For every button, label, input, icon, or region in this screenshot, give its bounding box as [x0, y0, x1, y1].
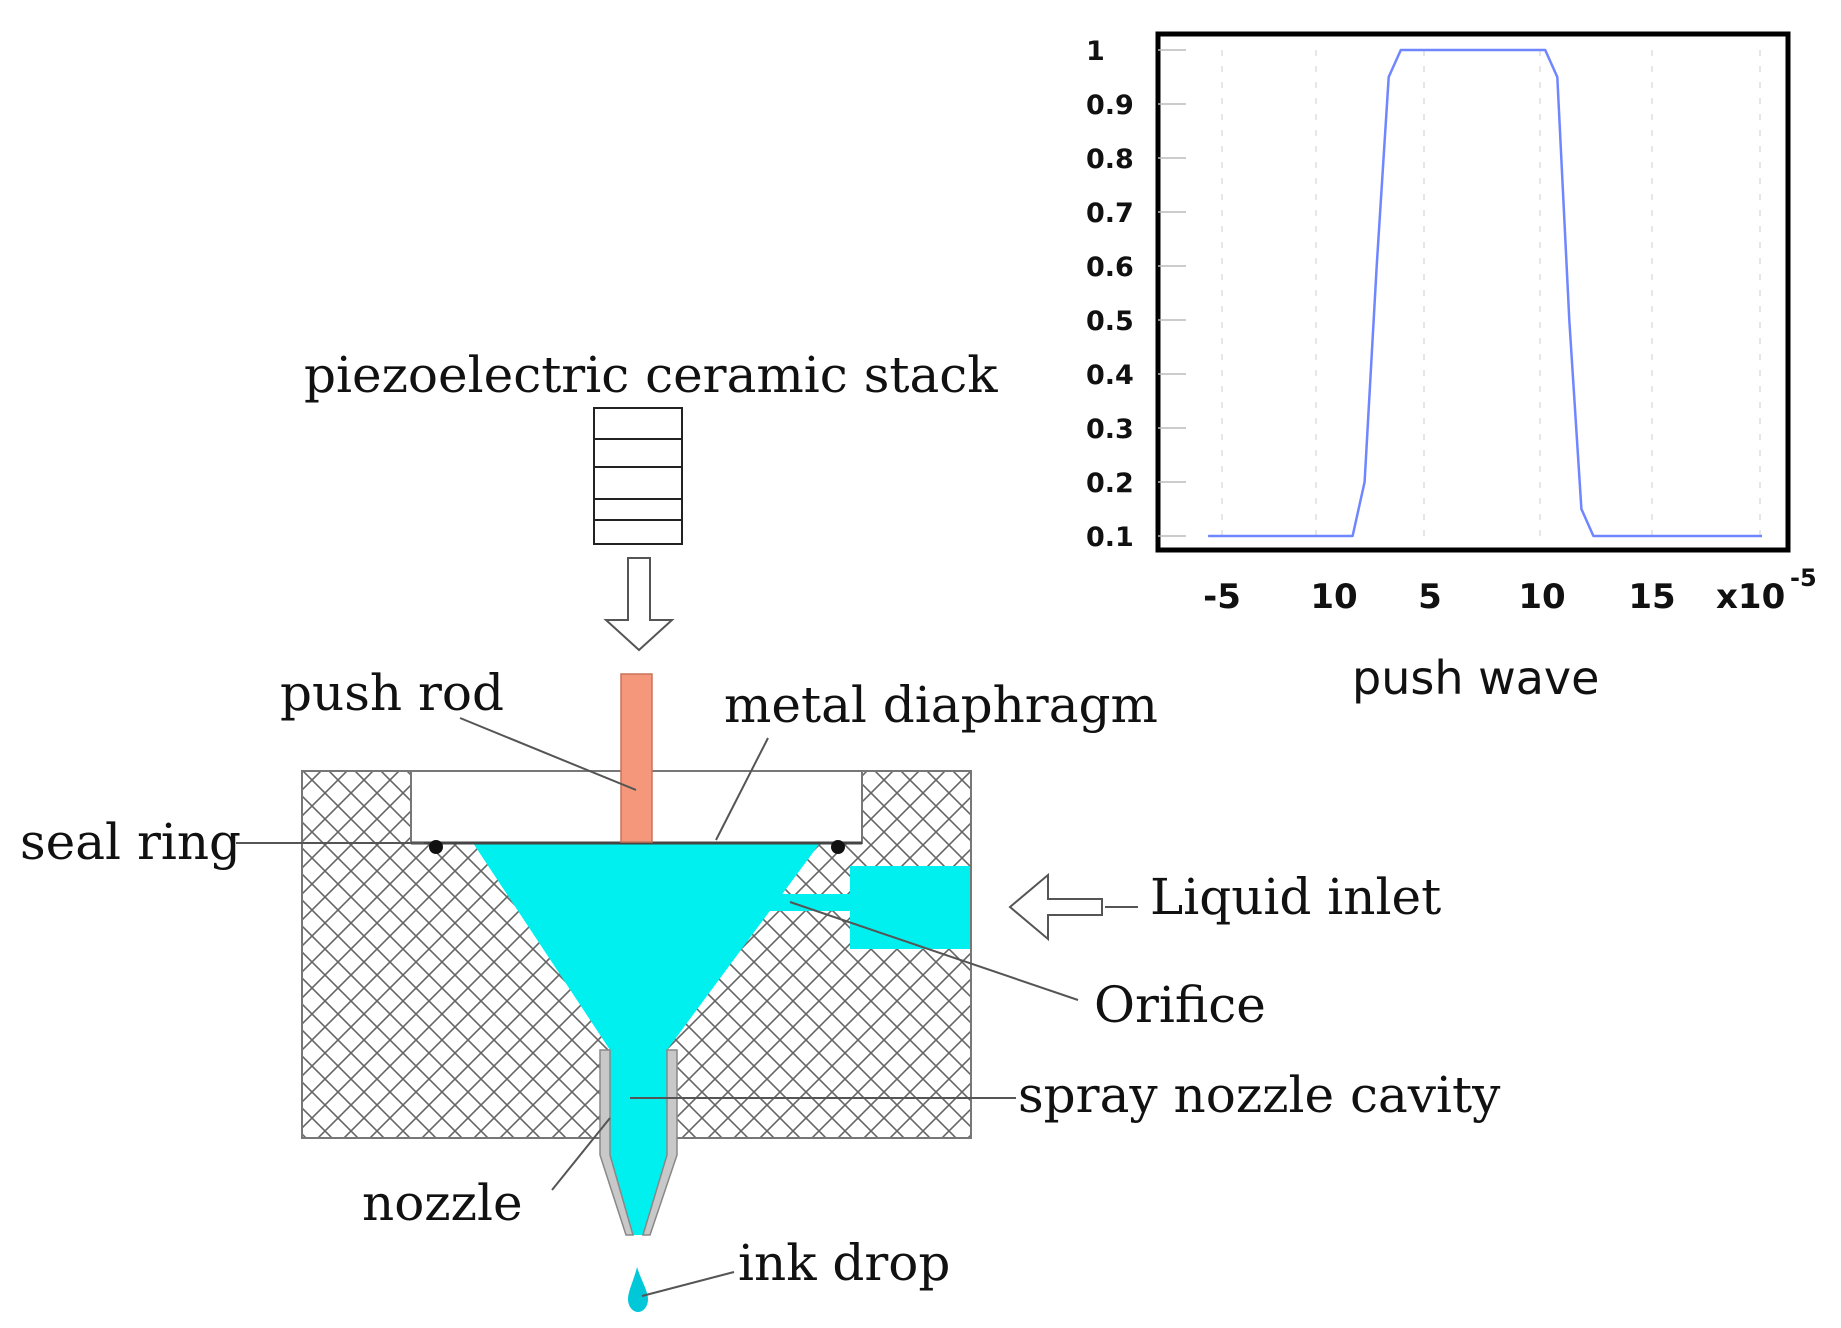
- orifice-channel: [760, 894, 852, 911]
- nozzle-wall-left: [599, 1049, 634, 1236]
- fluid-cavity: [473, 843, 820, 1235]
- nozzle-label: nozzle: [362, 1174, 523, 1232]
- chart-frame: [1155, 31, 1791, 553]
- x-scale-exponent: -5: [1790, 564, 1817, 592]
- ink-drop-leader: [641, 1271, 735, 1297]
- y-tick-label: 0.7: [1086, 198, 1134, 229]
- y-tick-label: 0.1: [1086, 522, 1134, 553]
- push-wave-line: [1208, 48, 1762, 538]
- ink-drop-label: ink drop: [738, 1234, 950, 1292]
- piezo-ceramic-stack: [593, 407, 683, 545]
- seal-ring-left: [429, 840, 443, 854]
- metal-diaphragm-leader: [715, 737, 769, 841]
- seal-ring-label: seal ring: [20, 813, 241, 871]
- push-rod: [620, 673, 653, 843]
- liquid-inlet-label: Liquid inlet: [1150, 868, 1441, 926]
- x-tick-label: 15: [1628, 577, 1675, 617]
- push-rod-label: push rod: [280, 664, 504, 722]
- inlet-arrow-icon: [1008, 872, 1103, 942]
- y-tick-label: 0.9: [1086, 90, 1134, 121]
- orifice-leader: [789, 901, 1079, 1001]
- y-tick-label: 0.2: [1086, 468, 1134, 499]
- push-rod-leader: [459, 717, 637, 791]
- y-tick-label: 0.3: [1086, 414, 1134, 445]
- spray-nozzle-cavity-label: spray nozzle cavity: [1018, 1066, 1501, 1124]
- x-scale-label: x10: [1716, 577, 1785, 617]
- x-tick-label: 5: [1418, 577, 1442, 617]
- metal-diaphragm-label: metal diaphragm: [724, 676, 1158, 734]
- inlet-reservoir: [850, 866, 970, 949]
- x-tick-labels: -5 10 5 10 15: [1203, 577, 1676, 617]
- down-arrow-icon: [603, 557, 675, 652]
- seal-ring-right: [831, 840, 845, 854]
- orifice-label: Orifice: [1094, 976, 1266, 1034]
- nozzle-leader: [551, 1117, 611, 1191]
- chart-title: push wave: [1352, 651, 1599, 705]
- nozzle-wall-right: [641, 1049, 678, 1236]
- x-tick-label: -5: [1203, 577, 1241, 617]
- ink-drop: [628, 1267, 648, 1312]
- x-tick-label: 10: [1518, 577, 1565, 617]
- y-tick-label: 1: [1086, 36, 1105, 67]
- y-tick-label: 0.8: [1086, 144, 1134, 175]
- y-tick-label: 0.4: [1086, 360, 1134, 391]
- chart-series: [1208, 48, 1762, 538]
- push-wave-chart: 1 0.9 0.8 0.7 0.6 0.5 0.4 0.3 0.2 0.1 -5 10 5 10 15 x…: [1086, 31, 1817, 705]
- y-tick-labels: 1 0.9 0.8 0.7 0.6 0.5 0.4 0.3 0.2 0.1: [1086, 36, 1134, 553]
- piezo-stack-label: piezoelectric ceramic stack: [304, 346, 998, 404]
- y-tick-label: 0.6: [1086, 252, 1134, 283]
- y-tick-label: 0.5: [1086, 306, 1134, 337]
- chart-grid: [1158, 49, 1761, 537]
- x-tick-label: 10: [1310, 577, 1357, 617]
